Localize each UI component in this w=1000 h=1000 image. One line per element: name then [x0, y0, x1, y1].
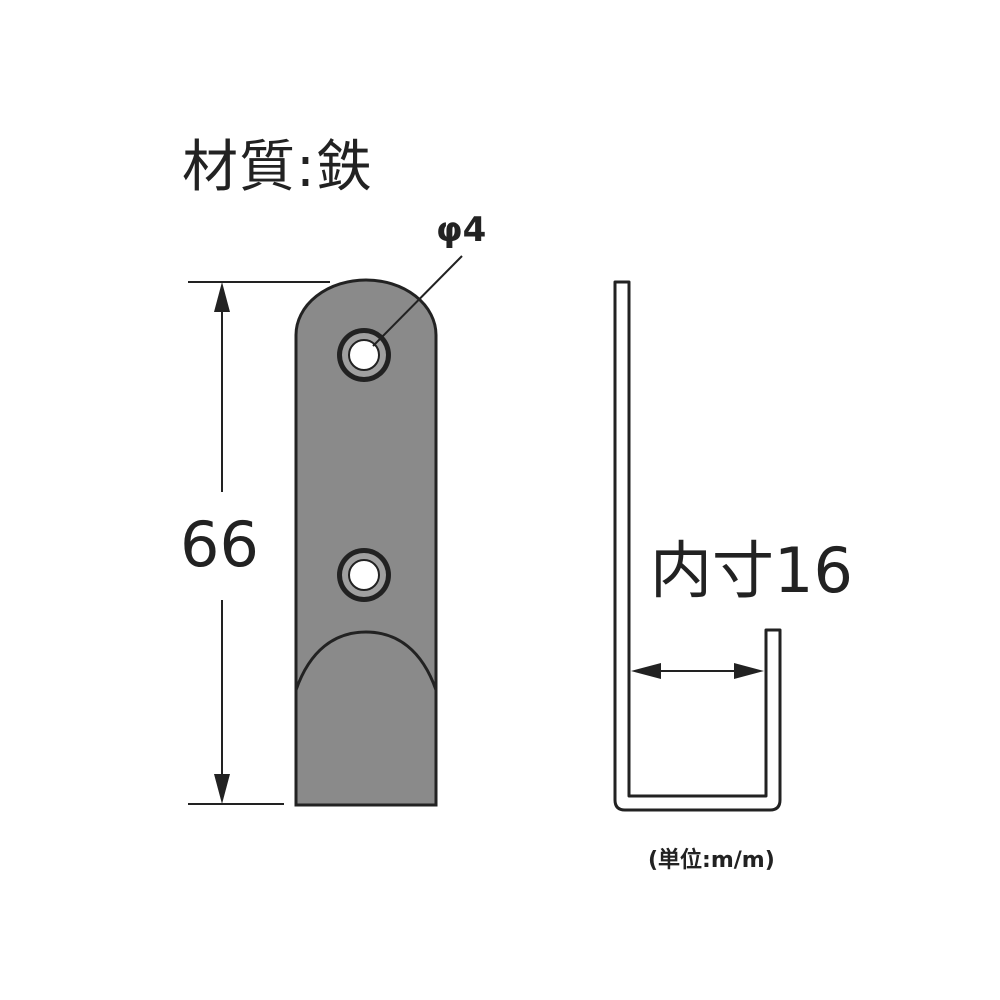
height-label: 66 — [180, 508, 259, 581]
upper-hole — [348, 339, 380, 371]
front-view — [294, 255, 463, 807]
unit-note: (単位:m/m) — [648, 848, 775, 873]
material-label: 材質:鉄 — [182, 135, 373, 200]
height-arrow-top — [214, 282, 230, 312]
inner-width-arrow-right — [734, 663, 764, 679]
hook-bend — [294, 630, 438, 691]
hook-plate — [294, 278, 438, 807]
height-arrow-bottom — [214, 774, 230, 804]
height-dimension — [188, 281, 330, 805]
lower-hole — [348, 559, 380, 591]
inner-width-label: 内寸16 — [650, 534, 853, 607]
hole-diameter-label: φ4 — [436, 210, 487, 250]
inner-width-dimension — [631, 663, 764, 679]
inner-width-arrow-left — [631, 663, 661, 679]
hook-side-profile — [613, 280, 782, 812]
side-view — [613, 280, 782, 812]
hole-leader-line — [372, 255, 463, 347]
